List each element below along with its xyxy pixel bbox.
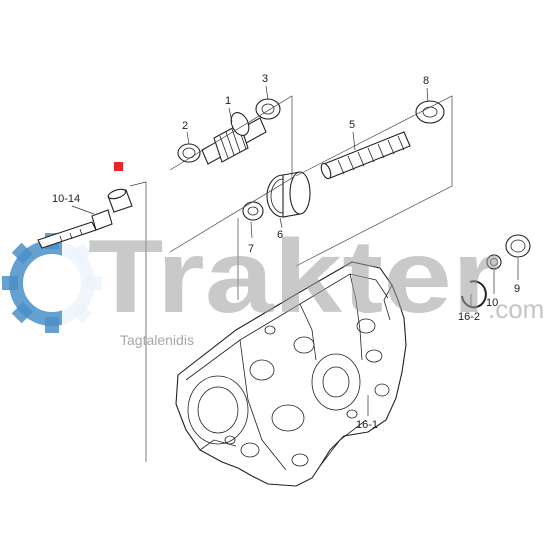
circlip-16-2	[461, 280, 487, 309]
bearing-8	[415, 100, 445, 124]
label-part-10-14: 10-14	[52, 193, 80, 205]
gear-6	[266, 171, 311, 218]
label-part-5: 5	[349, 119, 355, 131]
gear-icon	[2, 223, 122, 343]
label-part-16-1: 16-1	[356, 419, 378, 431]
watermark-brand: Trakter	[88, 219, 500, 335]
label-part-9: 9	[514, 283, 520, 295]
bushing-highlighted	[107, 188, 133, 213]
assembly-outlines	[129, 95, 453, 462]
highlight-marker	[114, 162, 123, 171]
label-part-2: 2	[182, 120, 188, 132]
bearing-7	[242, 201, 264, 221]
label-part-16-2: 16-2	[458, 311, 480, 323]
shaft-10-14	[37, 209, 113, 249]
seal-9	[505, 234, 531, 258]
watermark-owner: Tagtalenidis	[120, 332, 194, 348]
main-shaft-5	[320, 131, 411, 180]
label-part-8: 8	[423, 75, 429, 87]
label-part-1: 1	[225, 95, 231, 107]
label-part-3: 3	[262, 73, 268, 85]
gear-shaft-1	[201, 112, 267, 165]
watermark-domain: .com	[488, 294, 544, 324]
label-part-7: 7	[248, 243, 254, 255]
transmission-housing-16-1	[175, 261, 407, 487]
label-part-6: 6	[277, 229, 283, 241]
seal-10	[486, 254, 502, 270]
label-part-10: 10	[486, 297, 498, 309]
bearing-2	[177, 143, 201, 163]
leader-lines	[71, 85, 519, 416]
